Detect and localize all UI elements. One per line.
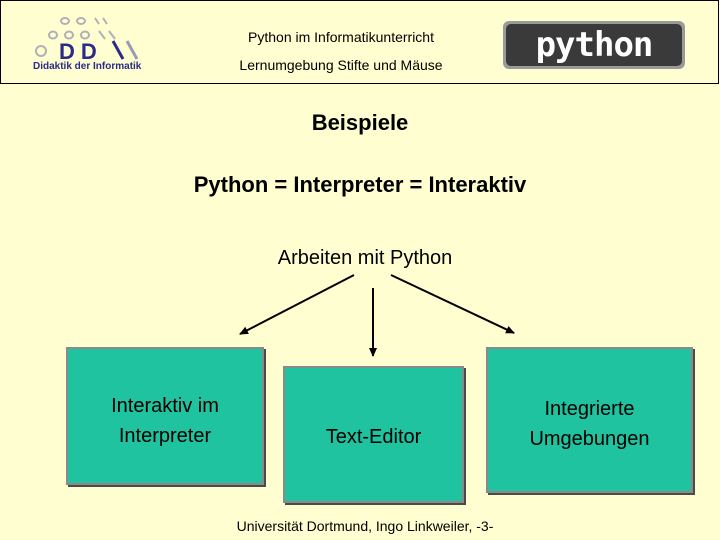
python-logo-icon: python [503,21,685,69]
arrow-right [390,274,515,334]
header-title: Python im Informatikunterricht [248,29,434,45]
box-interpreter-label: Interaktiv im Interpreter [111,395,219,447]
page-subtitle: Python = Interpreter = Interaktiv [193,172,527,197]
ddi-caption: Didaktik der Informatik [33,61,142,72]
box-ide-label: Integrierte Umgebungen [529,398,650,450]
svg-text:python: python [536,25,653,65]
ddi-logo-icon: DD [35,17,139,64]
page-title: Beispiele [311,110,409,135]
svg-text:DD: DD [59,39,103,64]
box-ide: Integrierte Umgebungen [486,347,693,493]
diagram-root-label: Arbeiten mit Python [277,247,453,269]
header-subtitle: Lernumgebung Stifte und Mäuse [239,57,443,73]
header-bar: DD Didaktik der Informatik Python im Inf… [0,0,719,84]
arrow-left [239,274,355,335]
box-interpreter: Interaktiv im Interpreter [66,347,264,485]
box-text-editor: Text-Editor [283,366,464,503]
box-text-editor-label: Text-Editor [325,426,422,448]
footer-text: Universität Dortmund, Ingo Linkweiler, -… [236,518,494,534]
